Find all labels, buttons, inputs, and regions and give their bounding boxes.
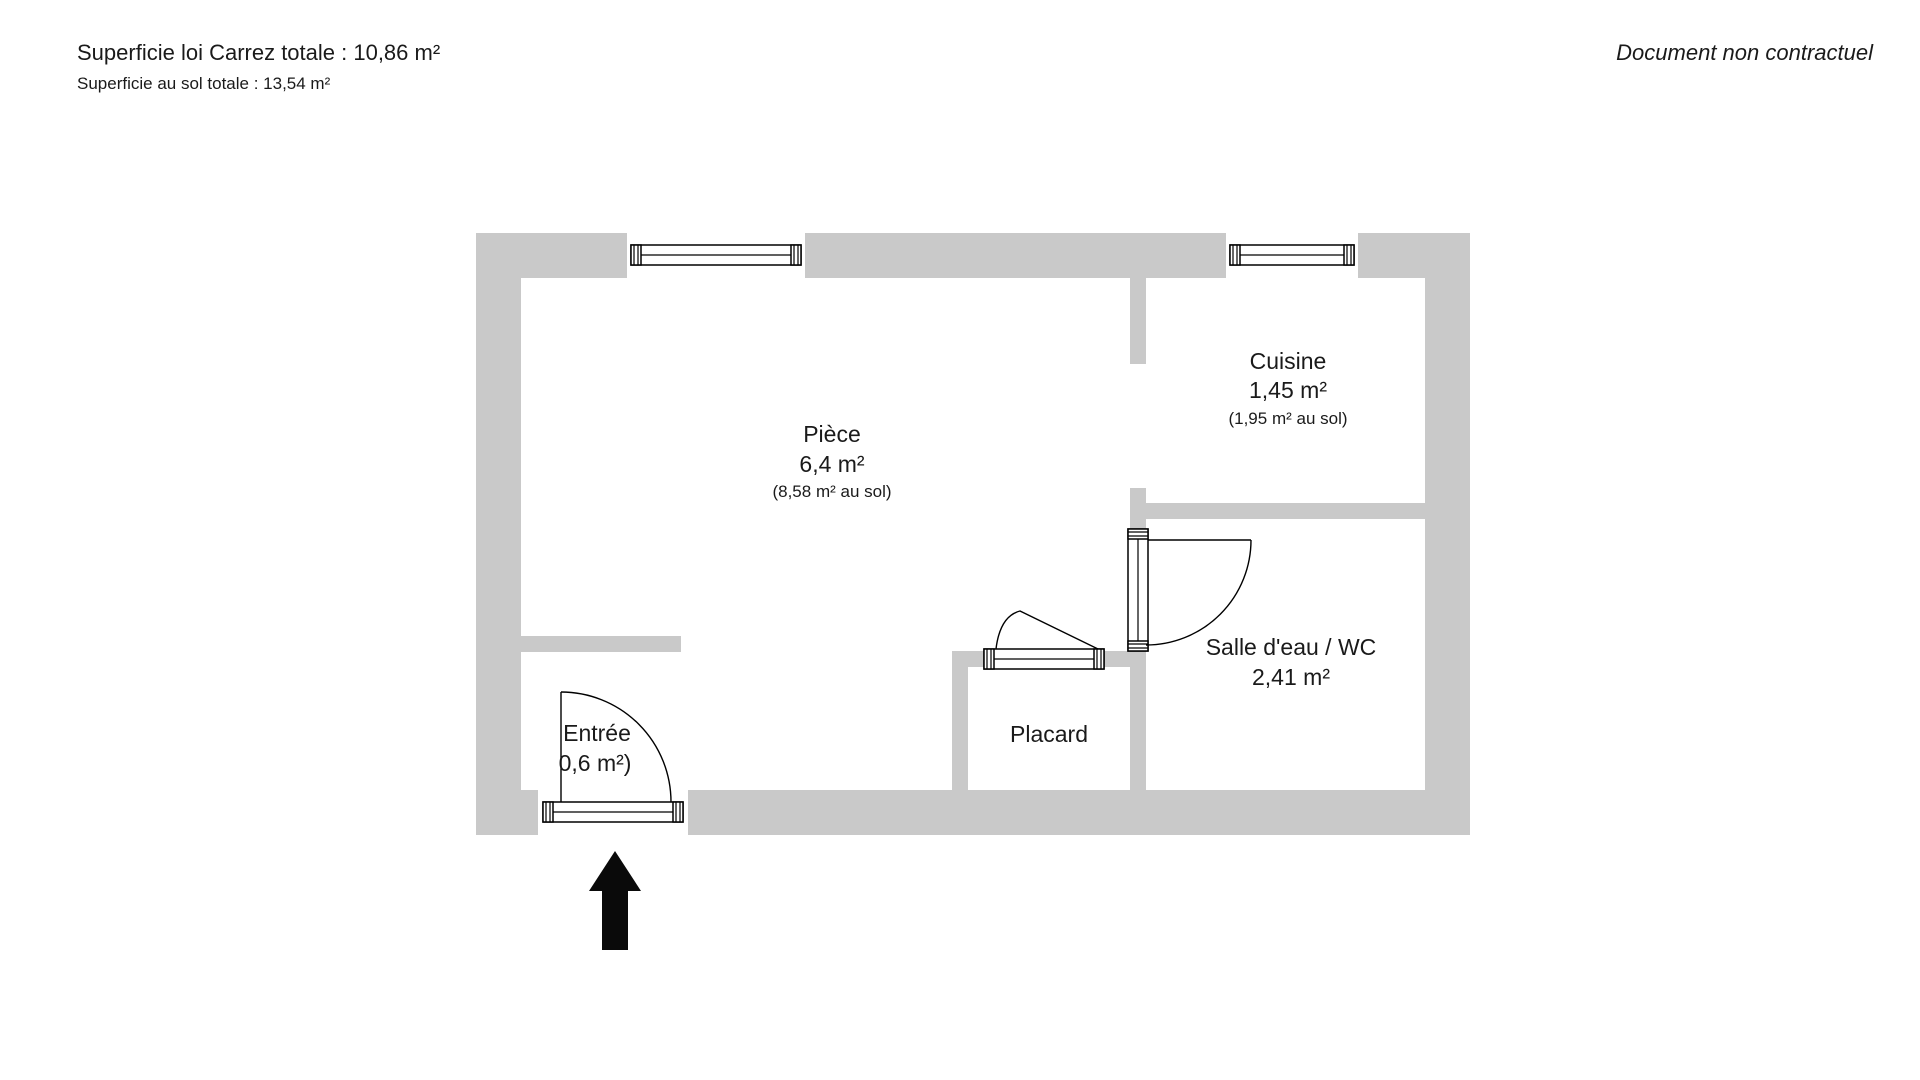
window-left-icon — [630, 244, 802, 266]
entrance-door-swing — [560, 691, 672, 803]
wall-placard-top-right — [1104, 651, 1130, 667]
salle-eau-area: 2,41 m² — [1252, 664, 1330, 690]
room-label-cuisine: Cuisine 1,45 m² (1,95 m² au sol) — [1228, 348, 1347, 428]
wall-cuisine-salleeau — [1130, 503, 1426, 519]
piece-area: 6,4 m² — [799, 451, 865, 477]
room-label-piece: Pièce 6,4 m² (8,58 m² au sol) — [772, 421, 891, 501]
room-label-salle-eau: Salle d'eau / WC 2,41 m² — [1206, 634, 1377, 690]
wall-right — [1425, 233, 1470, 835]
cuisine-name: Cuisine — [1250, 348, 1327, 374]
bathroom-door-icon — [1127, 528, 1252, 652]
interior-walls — [521, 278, 1426, 790]
window-right-icon — [1229, 244, 1355, 266]
disclaimer-label: Document non contractuel — [1616, 40, 1874, 65]
placard-name: Placard — [1010, 721, 1088, 747]
entree-area: 0,6 m²) — [559, 750, 632, 776]
entrance-arrow-icon — [589, 851, 641, 950]
wall-entree-stub — [521, 636, 681, 652]
entrance-door-icon — [542, 691, 684, 823]
placard-door-icon — [983, 610, 1105, 670]
room-label-entree: Entrée 0,6 m²) — [559, 720, 632, 776]
wall-salleeau-stub-top — [1130, 519, 1146, 529]
wall-placard-top-left — [952, 651, 984, 667]
wall-piece-cuisine-upper — [1130, 278, 1146, 364]
piece-name: Pièce — [803, 421, 861, 447]
placard-door-swing — [995, 610, 1099, 650]
salle-eau-name: Salle d'eau / WC — [1206, 634, 1377, 660]
floor-total-label: Superficie au sol totale : 13,54 m² — [77, 74, 331, 93]
bathroom-door-swing — [1145, 539, 1252, 646]
room-label-placard: Placard — [1010, 721, 1088, 747]
piece-floor-area: (8,58 m² au sol) — [772, 482, 891, 501]
entree-name: Entrée — [563, 720, 631, 746]
wall-left — [476, 233, 521, 835]
wall-piece-cuisine-lower — [1130, 488, 1146, 504]
cuisine-floor-area: (1,95 m² au sol) — [1228, 409, 1347, 428]
wall-salleeau-lower — [1130, 651, 1146, 790]
wall-placard-left — [952, 651, 968, 790]
wall-openings — [538, 233, 1358, 835]
carrez-total-label: Superficie loi Carrez totale : 10,86 m² — [77, 40, 440, 65]
cuisine-area: 1,45 m² — [1249, 377, 1327, 403]
